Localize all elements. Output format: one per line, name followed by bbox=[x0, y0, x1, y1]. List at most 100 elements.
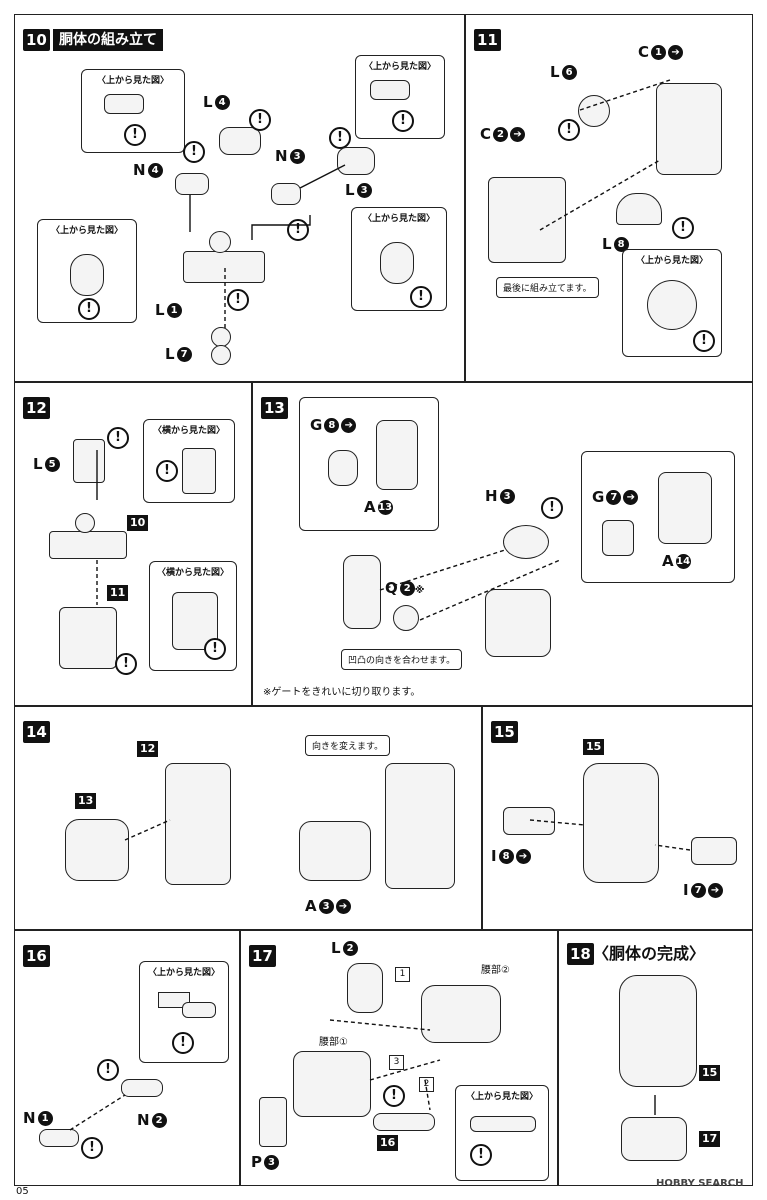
callout-title: 〈上から見た図〉 bbox=[635, 256, 708, 266]
caution-icon: ! bbox=[156, 460, 178, 482]
caution-icon: ! bbox=[287, 219, 309, 241]
part-P3 bbox=[259, 1097, 287, 1147]
part-C1 bbox=[656, 83, 722, 175]
caution-icon: ! bbox=[107, 427, 129, 449]
part-A14 bbox=[658, 472, 712, 544]
top-view-callout: 〈上から見た図〉 ! bbox=[81, 69, 185, 153]
part-L3 bbox=[337, 147, 375, 175]
torso-assembly bbox=[583, 763, 659, 883]
note-align-shape: 凹凸の向きを合わせます。 bbox=[341, 649, 463, 670]
step-number: 18 bbox=[567, 943, 594, 965]
part-H3 bbox=[503, 525, 549, 559]
caution-icon: ! bbox=[558, 119, 580, 141]
step-ref-badge: 12 bbox=[137, 741, 159, 757]
callout-title: 〈上から見た図〉 bbox=[50, 226, 123, 236]
step-ref-badge: 13 bbox=[75, 793, 97, 809]
waist-assembly bbox=[621, 1117, 687, 1161]
part-C2 bbox=[488, 177, 566, 263]
caution-icon: ! bbox=[97, 1059, 119, 1081]
caution-icon: ! bbox=[227, 289, 249, 311]
step-ref-badge: 11 bbox=[107, 585, 129, 601]
part-shape bbox=[470, 1116, 536, 1132]
part-L7 bbox=[211, 327, 231, 347]
top-view-callout: 〈上から見た図〉 ! bbox=[37, 219, 137, 323]
caution-icon: ! bbox=[172, 1032, 194, 1054]
callout-title: 〈上から見た図〉 bbox=[362, 214, 435, 224]
caution-icon: ! bbox=[78, 298, 100, 320]
part-L2 bbox=[347, 963, 383, 1013]
caution-icon: ! bbox=[204, 638, 226, 660]
side-view-callout: 〈横から見た図〉 ! bbox=[143, 419, 235, 503]
part-G8 bbox=[328, 450, 358, 486]
part-N2 bbox=[121, 1079, 163, 1097]
caution-icon: ! bbox=[470, 1144, 492, 1166]
step-number: 17 bbox=[249, 945, 276, 967]
callout-title: 〈上から見た図〉 bbox=[465, 1092, 538, 1102]
callout-title: 〈横から見た図〉 bbox=[152, 426, 225, 436]
top-view-callout: 〈上から見た図〉 ! bbox=[622, 249, 722, 357]
part-N3 bbox=[271, 183, 301, 205]
part-L5 bbox=[73, 439, 105, 483]
part-A13 bbox=[376, 420, 418, 490]
step-number: 10 bbox=[23, 29, 50, 51]
step-ref-badge: 10 bbox=[127, 515, 149, 531]
part-L7 bbox=[211, 345, 231, 365]
part-G7 bbox=[602, 520, 634, 556]
step-ref-badge: 17 bbox=[699, 1131, 721, 1147]
part-I8 bbox=[503, 807, 555, 835]
shoulder-assembly bbox=[65, 819, 129, 881]
step-number: 15 bbox=[491, 721, 518, 743]
page-number: 05 bbox=[16, 1186, 29, 1197]
gate-note: ※ゲートをきれいに切り取ります。 bbox=[263, 687, 421, 698]
part-shape bbox=[370, 80, 410, 100]
caution-icon: ! bbox=[392, 110, 414, 132]
caution-icon: ! bbox=[693, 330, 715, 352]
part-shape bbox=[104, 94, 144, 114]
top-view-callout: 〈上から見た図〉 ! bbox=[351, 207, 447, 311]
step-ref-badge: 15 bbox=[583, 739, 605, 755]
ball-joint bbox=[209, 231, 231, 253]
step-ref-badge: 15 bbox=[699, 1065, 721, 1081]
waist-2-label: 腰部② bbox=[481, 965, 510, 976]
part-shape bbox=[182, 448, 216, 494]
part-L4 bbox=[219, 127, 261, 155]
part-L6 bbox=[578, 95, 610, 127]
step-number: 11 bbox=[474, 29, 501, 51]
waist-2 bbox=[421, 985, 501, 1043]
note-change-direction: 向きを変えます。 bbox=[305, 735, 391, 756]
caution-icon: ! bbox=[249, 109, 271, 131]
torso-shell bbox=[59, 607, 117, 669]
step-number: 13 bbox=[261, 397, 288, 419]
shoulder-left bbox=[343, 555, 381, 629]
ball-joint bbox=[75, 513, 95, 533]
waist-1 bbox=[293, 1051, 371, 1117]
part-L1 bbox=[183, 251, 265, 283]
watermark: HOBBY SEARCH bbox=[656, 1178, 744, 1189]
torso-assembly bbox=[165, 763, 231, 885]
caution-icon: ! bbox=[383, 1085, 405, 1107]
part-shape bbox=[70, 254, 104, 296]
